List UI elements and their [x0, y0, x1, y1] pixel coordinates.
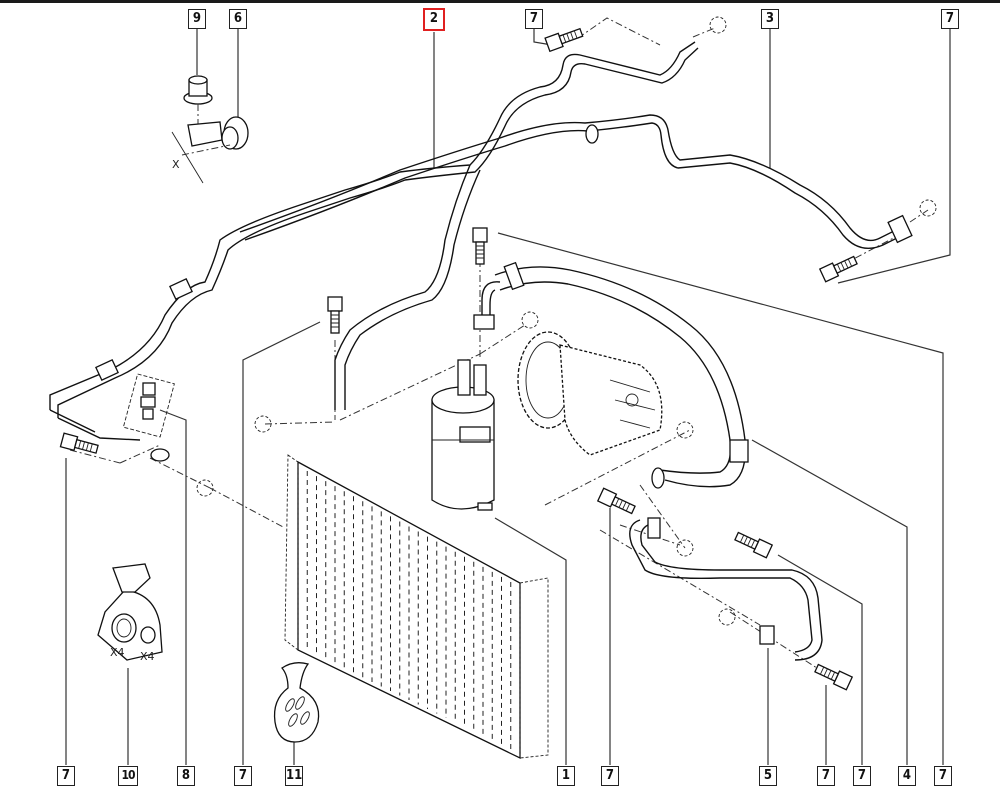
top-border: [0, 0, 1000, 3]
leader-b1: [494, 517, 567, 765]
leader-b8: [159, 409, 187, 765]
callout-7-top-a[interactable]: 7: [525, 9, 543, 29]
callout-7-bottom-b[interactable]: 7: [234, 766, 252, 786]
callout-8[interactable]: 8: [177, 766, 195, 786]
leader-7b: [837, 29, 951, 284]
receiver-dryer: [431, 359, 495, 511]
callout-2-highlighted[interactable]: 2: [423, 8, 445, 31]
pipe-3: [239, 114, 913, 249]
callout-6[interactable]: 6: [229, 9, 247, 29]
callout-11[interactable]: 11: [285, 766, 303, 786]
seal-qty-large: X4: [110, 646, 125, 659]
condenser-1: [284, 454, 549, 760]
bolt-top: [544, 27, 584, 53]
callout-9[interactable]: 9: [188, 9, 206, 29]
o-rings: [196, 16, 937, 626]
bolt-right: [818, 255, 858, 283]
bolt-mid: [596, 487, 636, 515]
leader-b7e: [777, 554, 863, 765]
callout-7-bottom-f[interactable]: 7: [934, 766, 952, 786]
callout-10[interactable]: 10: [118, 766, 138, 786]
dimension-x-label: X: [172, 158, 180, 171]
desiccant-bag-11: [273, 662, 320, 743]
leader-lines: [65, 29, 951, 765]
connector-8: [122, 373, 175, 462]
leader-b4: [751, 439, 908, 765]
seal-qty-small: X4: [140, 650, 155, 663]
callout-7-bottom-a[interactable]: 7: [57, 766, 75, 786]
seal-kit-10: X4 X4: [97, 563, 163, 663]
pipe-5: [629, 517, 823, 661]
bolts-7: [59, 27, 858, 691]
callout-7-bottom-e[interactable]: 7: [853, 766, 871, 786]
compressor: [517, 331, 663, 456]
leader-b7b: [242, 321, 321, 765]
bolt-left: [59, 432, 99, 454]
callout-4[interactable]: 4: [898, 766, 916, 786]
nut-9: [183, 75, 213, 125]
callout-7-bottom-c[interactable]: 7: [601, 766, 619, 786]
callout-7-top-b[interactable]: 7: [941, 9, 959, 29]
hose-4: [473, 261, 749, 489]
pipe-2: [49, 41, 699, 441]
callout-7-bottom-d[interactable]: 7: [817, 766, 835, 786]
callout-5[interactable]: 5: [759, 766, 777, 786]
bolt-receiver: [327, 296, 343, 334]
clip-6: X: [171, 116, 249, 184]
condenser-fins: [306, 471, 512, 750]
bolt-hose: [472, 227, 488, 265]
callout-1[interactable]: 1: [557, 766, 575, 786]
callout-3[interactable]: 3: [761, 9, 779, 29]
leader-7a: [533, 29, 553, 46]
bolt-lower-mid: [734, 531, 774, 559]
leader-b7f: [497, 232, 944, 765]
bolt-bottom: [814, 663, 854, 691]
